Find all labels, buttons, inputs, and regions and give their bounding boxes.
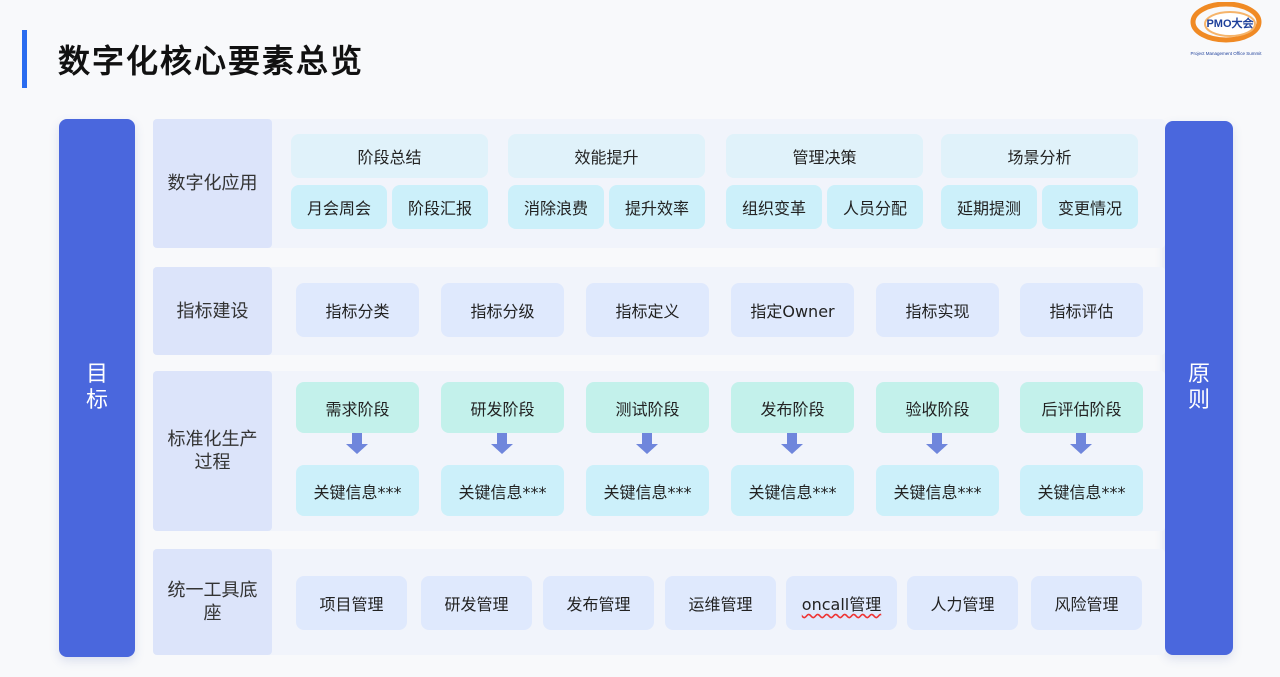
group-header: 阶段总结 <box>291 134 488 178</box>
group-item[interactable]: 变更情况 <box>1042 185 1138 229</box>
principle-pillar: 原则 <box>1165 121 1233 655</box>
group-item[interactable]: 延期提测 <box>941 185 1037 229</box>
group-item[interactable]: 阶段汇报 <box>392 185 488 229</box>
row-label: 指标建设 <box>153 267 272 355</box>
tool-item[interactable]: 发布管理 <box>543 576 654 630</box>
tool-item-label: oncall管理 <box>801 595 882 614</box>
metric-item[interactable]: 指标分级 <box>441 283 564 337</box>
goal-label: 目标 <box>85 362 108 413</box>
stage-box[interactable]: 需求阶段 <box>296 382 419 433</box>
key-info-box[interactable]: 关键信息*** <box>1020 465 1143 516</box>
tool-item[interactable]: 研发管理 <box>421 576 532 630</box>
arrow-down-icon <box>491 433 513 454</box>
key-info-box[interactable]: 关键信息*** <box>441 465 564 516</box>
row-label: 标准化生产过程 <box>153 371 272 531</box>
group-item[interactable]: 人员分配 <box>827 185 923 229</box>
stage-box[interactable]: 验收阶段 <box>876 382 999 433</box>
page-title: 数字化核心要素总览 <box>58 42 365 80</box>
key-info-box[interactable]: 关键信息*** <box>731 465 854 516</box>
arrow-down-icon <box>636 433 658 454</box>
tool-item-label: 人力管理 <box>930 595 995 614</box>
goal-pillar: 目标 <box>59 119 135 657</box>
group-item[interactable]: 月会周会 <box>291 185 387 229</box>
svg-text:PMO大会: PMO大会 <box>1206 16 1254 30</box>
tool-item-label: 运维管理 <box>688 595 753 614</box>
tool-item[interactable]: 风险管理 <box>1031 576 1142 630</box>
metric-item[interactable]: 指标分类 <box>296 283 419 337</box>
key-info-box[interactable]: 关键信息*** <box>296 465 419 516</box>
pmo-logo: PMO大会 Project Management Office Summit <box>1190 2 1263 56</box>
stage-box[interactable]: 发布阶段 <box>731 382 854 433</box>
tool-item[interactable]: oncall管理 <box>786 576 897 630</box>
metric-item[interactable]: 指标评估 <box>1020 283 1143 337</box>
group-item[interactable]: 组织变革 <box>726 185 822 229</box>
arrow-down-icon <box>926 433 948 454</box>
principle-label: 原则 <box>1187 362 1210 413</box>
metric-item[interactable]: 指标定义 <box>586 283 709 337</box>
arrow-down-icon <box>1070 433 1092 454</box>
title-accent-bar <box>22 30 27 88</box>
tool-item-label: 研发管理 <box>444 595 509 614</box>
tool-item[interactable]: 人力管理 <box>907 576 1018 630</box>
metric-item[interactable]: 指定Owner <box>731 283 854 337</box>
tool-item-label: 风险管理 <box>1054 595 1119 614</box>
tool-item[interactable]: 运维管理 <box>665 576 776 630</box>
group-header: 管理决策 <box>726 134 923 178</box>
arrow-down-icon <box>346 433 368 454</box>
key-info-box[interactable]: 关键信息*** <box>876 465 999 516</box>
stage-box[interactable]: 研发阶段 <box>441 382 564 433</box>
group-header: 场景分析 <box>941 134 1138 178</box>
svg-text:Project Management Office Summ: Project Management Office Summit <box>1191 51 1263 56</box>
group-item[interactable]: 消除浪费 <box>508 185 604 229</box>
metric-item[interactable]: 指标实现 <box>876 283 999 337</box>
arrow-down-icon <box>781 433 803 454</box>
row-label: 数字化应用 <box>153 119 272 248</box>
tool-item-label: 项目管理 <box>319 595 384 614</box>
stage-box[interactable]: 后评估阶段 <box>1020 382 1143 433</box>
group-header: 效能提升 <box>508 134 705 178</box>
key-info-box[interactable]: 关键信息*** <box>586 465 709 516</box>
group-item[interactable]: 提升效率 <box>609 185 705 229</box>
stage-box[interactable]: 测试阶段 <box>586 382 709 433</box>
row-label: 统一工具底座 <box>153 549 272 655</box>
tool-item-label: 发布管理 <box>566 595 631 614</box>
tool-item[interactable]: 项目管理 <box>296 576 407 630</box>
